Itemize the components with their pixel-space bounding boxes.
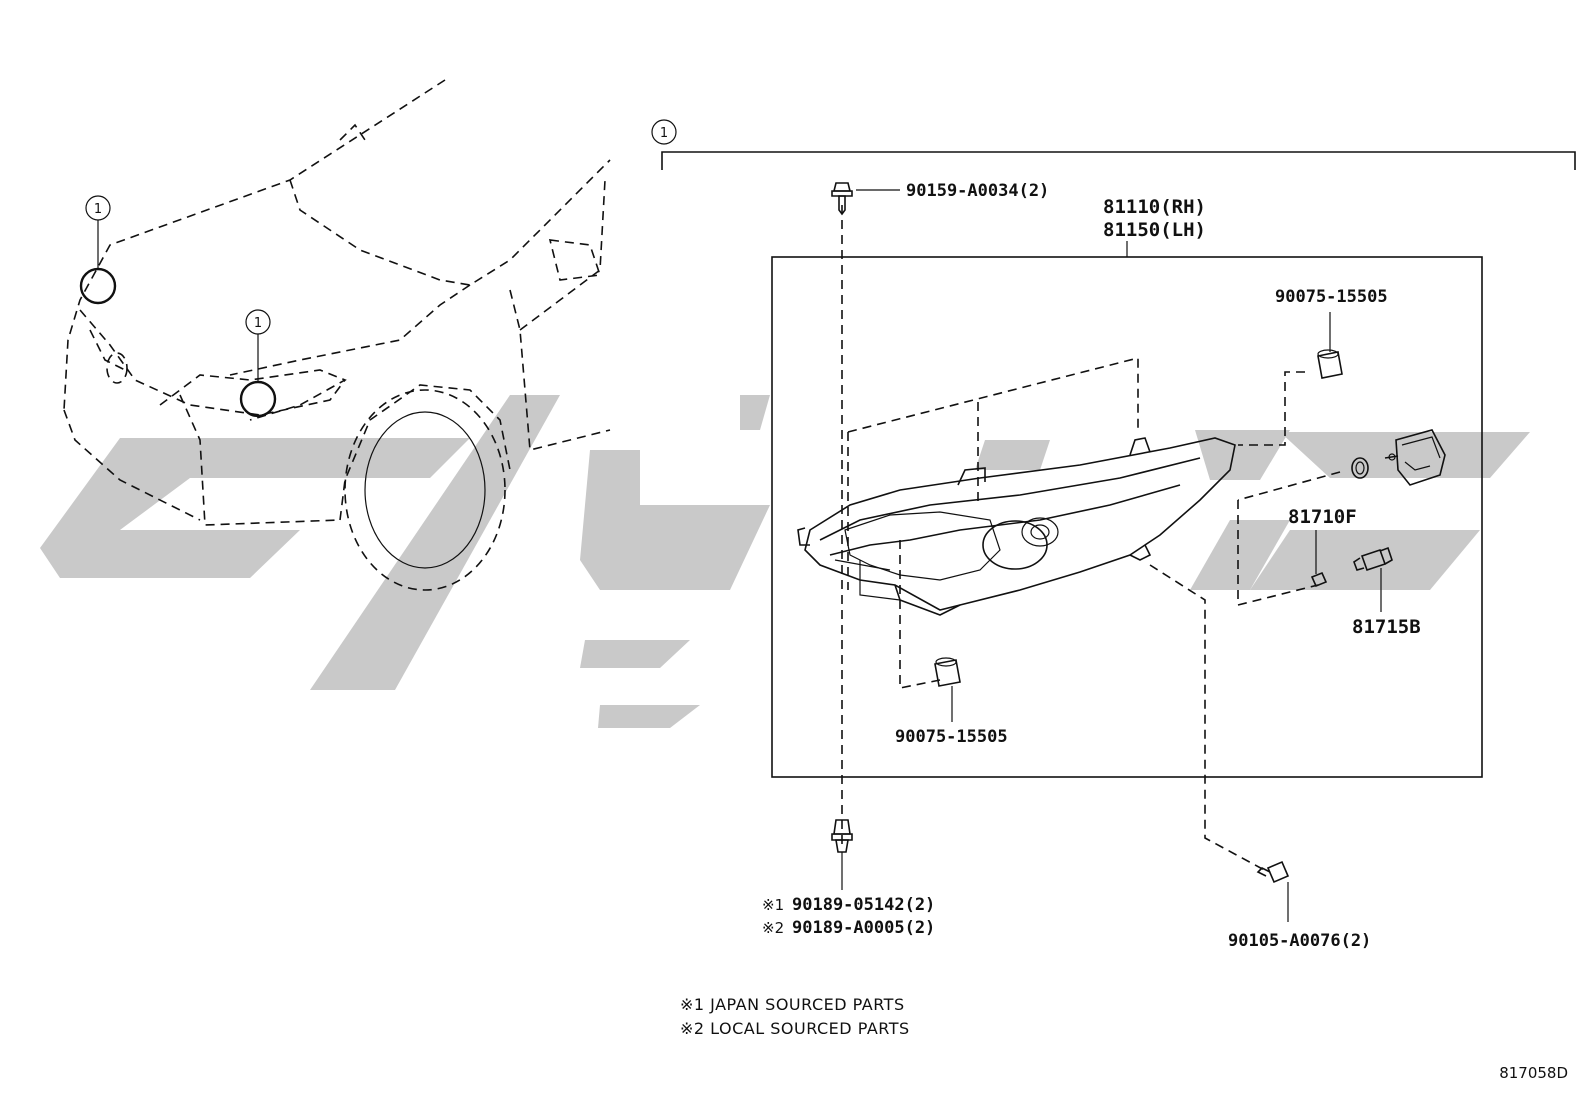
callout-number: 1 xyxy=(254,316,262,331)
note-local-sourced: ※2 LOCAL SOURCED PARTS xyxy=(680,1019,910,1038)
callout-number: 1 xyxy=(660,126,668,141)
part-label-bulb: 81715B xyxy=(1352,616,1421,638)
clip-icon xyxy=(831,819,853,890)
part-label-bulb-socket: 81710F xyxy=(1288,506,1357,528)
part-label-cap-lower: 90075-15505 xyxy=(895,727,1008,747)
part-label-cap-upper: 90075-15505 xyxy=(1275,287,1388,307)
bulb-icon xyxy=(1353,546,1393,612)
gasket-ring-icon xyxy=(1351,457,1369,479)
cap-lower-icon xyxy=(934,657,961,722)
part-label-clip-local: 90189-A0005(2) xyxy=(792,918,935,938)
clip-japan-mark: ※1 xyxy=(762,896,784,914)
watermark-logo xyxy=(40,395,1530,728)
leveling-actuator-icon xyxy=(1384,429,1446,486)
headlamp-unit xyxy=(797,437,1236,616)
cap-upper-icon xyxy=(1317,312,1343,379)
bolt-top-icon xyxy=(831,182,900,216)
assembly-guides xyxy=(841,205,1341,873)
part-label-headlamp-rh: 81110(RH) xyxy=(1103,196,1206,218)
part-label-bolt-top: 90159-A0034(2) xyxy=(906,181,1049,201)
part-label-bolt-bottom: 90105-A0076(2) xyxy=(1228,931,1371,951)
bulb-socket-icon xyxy=(1310,530,1328,588)
callout-1-left-lower: 1 xyxy=(239,309,277,418)
note-japan-sourced: ※1 JAPAN SOURCED PARTS xyxy=(680,995,905,1014)
clip-local-mark: ※2 xyxy=(762,919,784,937)
assembly-bracket: 1 xyxy=(651,119,1576,170)
callout-number: 1 xyxy=(94,202,102,217)
car-front-outline xyxy=(63,79,611,591)
bolt-bottom-icon xyxy=(1256,860,1290,922)
callout-1-left-upper: 1 xyxy=(79,195,117,305)
diagram-code: 817058D xyxy=(1499,1064,1568,1082)
part-label-clip-japan: 90189-05142(2) xyxy=(792,895,935,915)
headlamp-assembly-box xyxy=(771,256,1483,778)
part-label-headlamp-lh: 81150(LH) xyxy=(1103,219,1206,241)
